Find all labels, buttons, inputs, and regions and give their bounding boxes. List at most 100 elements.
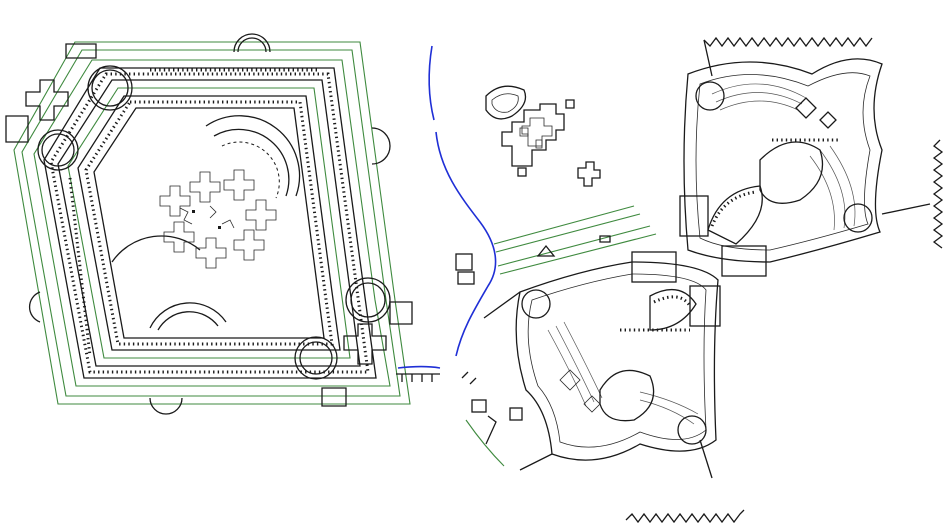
maze-inner <box>521 117 553 147</box>
outer-wall <box>43 67 377 379</box>
outer-hedge-ring-3 <box>33 59 391 387</box>
exedra-west <box>28 291 41 323</box>
terrace-line-2 <box>715 92 803 105</box>
zigzag-east-stub <box>881 203 931 215</box>
exedra-south <box>149 397 183 415</box>
lower-central-lobe <box>599 369 655 422</box>
lower-gate-north <box>631 251 677 283</box>
inner-bastion-sw <box>111 235 201 263</box>
central-parterre <box>159 169 277 269</box>
zigzag-walls <box>483 36 944 524</box>
gatehouse-east <box>389 301 413 325</box>
maze-core <box>519 127 543 149</box>
lower-leaf-bed <box>649 288 697 331</box>
upper-garden-outline-2 <box>695 72 871 251</box>
center-maze-group <box>485 85 601 187</box>
exedra-north <box>233 33 271 53</box>
west-spur <box>483 291 521 319</box>
bridge-piers <box>396 373 440 382</box>
avenue-marker-2 <box>599 235 611 243</box>
terrace-line-11 <box>639 391 699 415</box>
southwest-spur <box>519 453 553 471</box>
terrace-line-9 <box>563 321 603 399</box>
corner-tower-se <box>294 336 338 380</box>
chapel-nw <box>25 79 69 121</box>
terrace-line-7 <box>547 329 587 407</box>
terrace-line-3 <box>719 100 799 111</box>
right-upper-garden <box>679 58 883 277</box>
corner-tower-nw-inner <box>91 69 129 107</box>
avenue-line-4 <box>499 233 657 275</box>
zigzag-north <box>703 36 873 48</box>
gatehouse-west <box>5 115 29 143</box>
river-segment-3 <box>397 365 441 369</box>
lower-gate-east <box>689 285 721 327</box>
pavilion-a <box>471 399 487 413</box>
right-lower-garden <box>515 251 721 461</box>
parterre-cross-1 <box>159 185 191 217</box>
upper-garden-outline <box>683 58 883 263</box>
gatehouse-north <box>65 43 97 59</box>
avenue-marker-1 <box>536 244 556 257</box>
inner-bastion-s-2 <box>157 311 219 331</box>
path-fragment-1 <box>485 415 497 445</box>
parterre-cross-6 <box>195 237 227 269</box>
parterre-cross-5 <box>163 221 195 253</box>
lower-garden-tower-se <box>677 415 707 445</box>
inner-wall <box>77 95 341 351</box>
parterre-inner-scrolls <box>179 205 235 229</box>
terrace-line-4 <box>819 149 846 229</box>
maze-outer <box>501 103 565 167</box>
parterre-cross-3 <box>223 169 255 201</box>
terrace-line-1 <box>711 83 807 99</box>
dash-marks <box>461 371 477 385</box>
inner-bastion-s <box>149 302 227 329</box>
river-segment-2 <box>435 131 497 357</box>
upper-garden-tower-nw <box>695 81 725 111</box>
chapel-se <box>343 323 387 365</box>
outer-hedge-ring-2 <box>21 49 401 397</box>
gate-block-2 <box>457 271 475 285</box>
river <box>396 45 497 382</box>
lower-garden-outline <box>515 261 719 461</box>
parterre-cross-7 <box>233 229 265 261</box>
lower-pavilions <box>461 371 523 467</box>
lower-leaf-dots <box>653 295 692 307</box>
corner-tower-e-inner <box>350 282 386 318</box>
avenue-line-2 <box>495 213 641 253</box>
second-wall <box>57 79 361 367</box>
avenue <box>455 205 657 285</box>
outer-hedge-ring <box>13 41 411 405</box>
lower-garden-tower-nw <box>521 289 551 319</box>
upper-gate-west <box>679 195 709 237</box>
central-lobe <box>759 141 824 204</box>
upper-garden-tower-se <box>843 203 873 233</box>
leaf-bed-dots <box>710 190 757 227</box>
inner-bastion-ne-dash <box>221 141 280 199</box>
gate-block-1 <box>455 253 473 271</box>
green-arc-lower <box>465 419 505 467</box>
inner-bastion-ne <box>205 115 301 197</box>
exedra-north-inner <box>237 37 267 53</box>
avenue-line-3 <box>497 225 651 267</box>
small-block <box>517 167 527 177</box>
terrace-line-8 <box>555 325 595 403</box>
corner-tower-e <box>345 277 391 323</box>
zigzag-south <box>625 509 745 524</box>
inner-hedge <box>67 87 351 359</box>
terrace-line-5 <box>829 145 856 227</box>
left-square-plan <box>5 33 413 415</box>
leaf-pavilion <box>485 85 527 120</box>
parterre-cross-4 <box>245 199 277 231</box>
zigzag-north-stub <box>703 39 713 77</box>
cross-pavilion <box>577 161 601 187</box>
lower-garden-outline-2 <box>527 273 707 448</box>
exedra-east <box>371 127 391 165</box>
upper-diamonds <box>795 97 837 129</box>
zigzag-south-stub <box>699 439 713 479</box>
parterre-dot-2 <box>218 226 221 229</box>
avenue-line-1 <box>493 205 635 245</box>
corner-tower-w <box>37 129 79 171</box>
